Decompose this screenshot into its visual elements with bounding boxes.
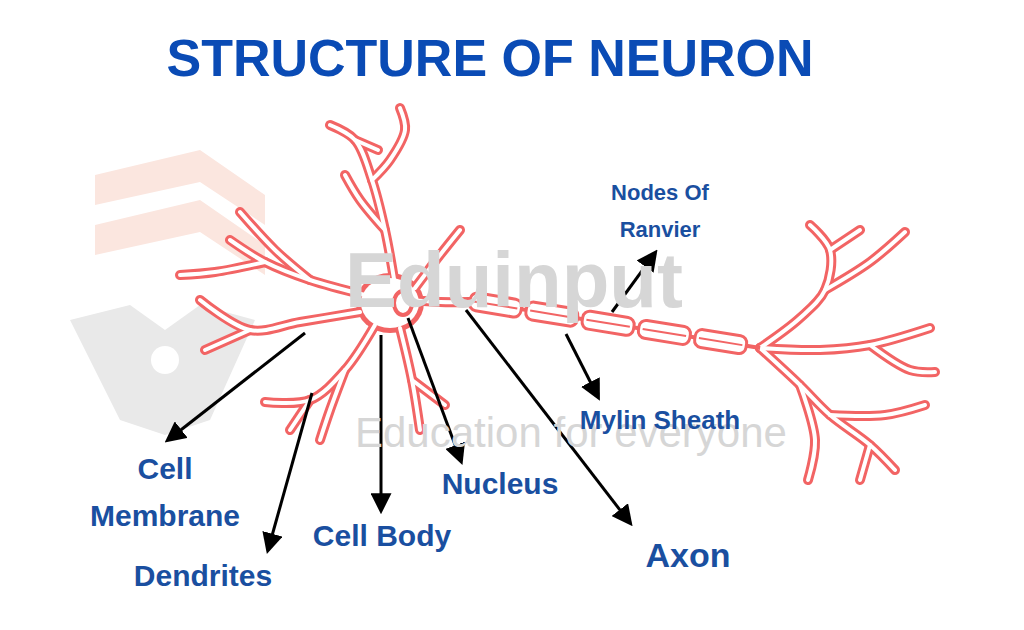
neuron-branch-inner [870,345,935,372]
leader-arrow [268,393,312,550]
axon-line [699,338,742,345]
watermark-logo [70,150,265,435]
neuron-branch [830,405,925,416]
leader-arrow [168,333,305,440]
part-label: Cell Membrane [65,446,265,539]
part-label: Dendrites [134,558,272,594]
neuron-branch [760,225,831,348]
neuron-branch-inner [205,330,250,350]
neuron-branch-inner [860,445,870,480]
neuron-branch [372,108,405,180]
title: STRUCTURE OF NEURON [166,30,813,87]
neuron-branch-inner [265,325,375,403]
neuron-branch-inner [800,385,815,480]
neuron-branch-inner [320,370,345,440]
part-label: Cell Body [313,518,451,554]
neuron-branch-inner [830,230,860,250]
neuron-branch [205,330,250,350]
neuron-branch-inner [355,140,378,150]
part-label: Nucleus [442,466,559,502]
neuron-branch [200,300,360,331]
neuron-branch [860,445,870,480]
neuron-drawing [180,108,935,480]
axon-line [643,329,686,336]
neuron-branch-inner [760,225,831,348]
part-label: Mylin Sheath [580,405,740,436]
myelin-segment [694,329,748,355]
neuron-branch [870,345,935,372]
neuron-branch-inner [825,232,905,290]
neuron-branch-inner [372,108,405,180]
neuron-branch [180,262,265,275]
neuron-branch-inner [345,175,385,230]
neuron-branch [320,370,345,440]
part-label: Axon [646,535,731,576]
watermark: Eduinput [345,238,683,324]
neuron-branch [265,325,375,403]
neuron-branch-inner [760,328,930,350]
neuron-branch-inner [180,262,265,275]
leader-arrow [566,334,598,397]
neuron-branch-inner [200,300,360,331]
neuron-branch-inner [240,212,310,280]
neuron-branch-inner [830,405,925,416]
part-label: Nodes Of Ranvier [590,174,730,249]
neuron-branch [830,230,860,250]
